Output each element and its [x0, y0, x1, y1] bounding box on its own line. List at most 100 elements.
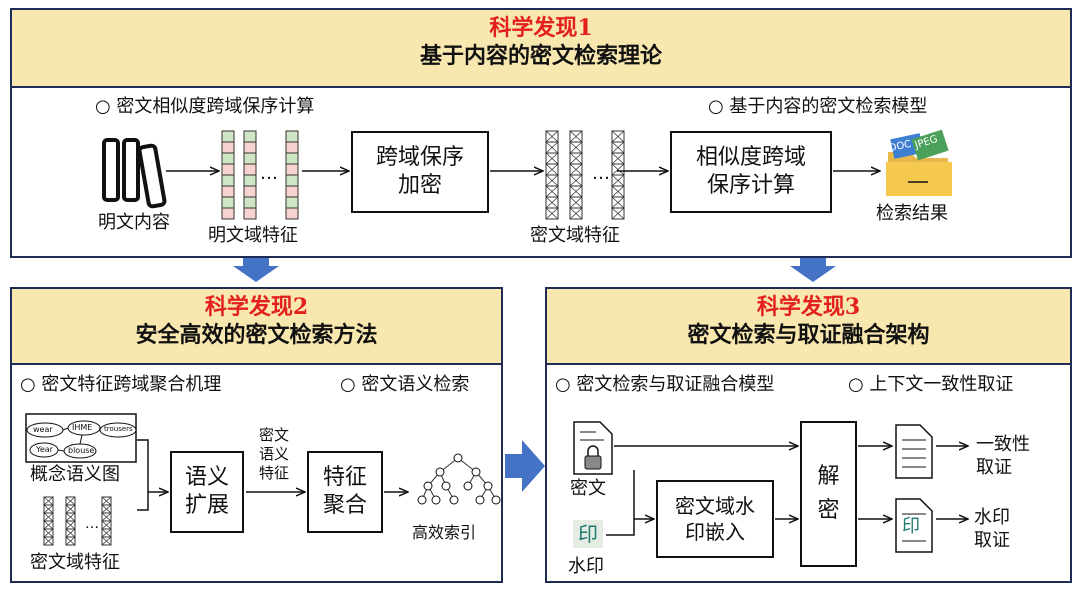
tree-node	[435, 467, 445, 477]
graph-node-wear: wear	[33, 425, 53, 434]
graph-node-year: Year	[36, 445, 53, 454]
hatch-mark	[43, 536, 54, 546]
decrypt-box: 解 密	[800, 421, 857, 567]
panel-2-bullet-left: ○ 密文特征跨域聚合机理	[20, 374, 222, 395]
feature-cell	[285, 207, 299, 220]
hatch-mark	[65, 528, 76, 538]
index-label: 高效索引	[412, 523, 477, 542]
hatch-mark	[65, 512, 76, 522]
feature-aggregate-box: 特征 聚合	[307, 451, 383, 533]
tree-node	[463, 481, 473, 491]
hatch-mark	[545, 196, 559, 209]
watermark-glyph-icon: 印	[573, 520, 603, 548]
plaintext-label: 明文内容	[98, 212, 170, 233]
panel-3-bullet-left: ○ 密文检索与取证融合模型	[555, 374, 775, 395]
tree-node	[441, 481, 451, 491]
tree-node	[483, 481, 493, 491]
hatch-mark	[101, 536, 112, 546]
panel-2-cipher-label: 密文域特征	[30, 552, 120, 573]
output-watermark: 水印 取证	[974, 507, 1010, 551]
hatch-mark	[65, 504, 76, 514]
similarity-compute-box: 相似度跨域 保序计算	[670, 131, 832, 213]
plain-feature-dots: …	[260, 163, 278, 184]
hatch-mark	[569, 174, 583, 187]
panel-2-title-red: 科学发现2	[204, 294, 309, 320]
hatch-mark	[611, 174, 625, 187]
tree-node	[471, 467, 481, 477]
hatch-mark	[611, 141, 625, 154]
panel-3-header: 科学发现3 密文检索与取证融合架构	[547, 289, 1070, 365]
feature-cell	[243, 207, 257, 220]
panel-discovery-1: 科学发现1 基于内容的密文检索理论	[10, 8, 1072, 258]
graph-node-trousers: trousers	[104, 425, 133, 433]
tree-node	[431, 495, 441, 505]
watermark-label: 水印	[568, 556, 604, 577]
graph-label: 概念语义图	[30, 464, 120, 485]
watermark-doc-glyph: 印	[902, 516, 920, 537]
hatch-mark	[101, 504, 112, 514]
hatch-mark	[65, 520, 76, 530]
panel-1-title: 基于内容的密文检索理论	[419, 43, 662, 69]
panel-1-title-red: 科学发现1	[489, 15, 593, 41]
hatch-mark	[43, 512, 54, 522]
panel-1-bullet-left: ○ 密文相似度跨域保序计算	[95, 96, 315, 117]
panel-2-dots: …	[85, 516, 99, 532]
hatch-mark	[101, 528, 112, 538]
hatch-mark	[545, 207, 559, 220]
panel-2-header: 科学发现2 安全高效的密文检索方法	[12, 289, 501, 365]
hatch-mark	[545, 185, 559, 198]
cipher-feature-dots: …	[592, 163, 610, 184]
hatch-mark	[101, 520, 112, 530]
hatch-mark	[611, 130, 625, 143]
hatch-mark	[611, 185, 625, 198]
hatch-mark	[569, 196, 583, 209]
hatch-mark	[43, 520, 54, 530]
panel-discovery-2: 科学发现2 安全高效的密文检索方法	[10, 287, 503, 583]
watermark-embed-text: 密文域水 印嵌入	[675, 494, 755, 544]
hatch-mark	[43, 528, 54, 538]
hatch-mark	[611, 152, 625, 165]
hatch-mark	[545, 152, 559, 165]
hatch-mark	[569, 141, 583, 154]
hatch-mark	[545, 141, 559, 154]
hatch-mark	[569, 130, 583, 143]
tree-node	[475, 495, 485, 505]
hatch-mark	[65, 496, 76, 506]
hatch-mark	[101, 496, 112, 506]
tree-node	[491, 495, 501, 505]
panel-2-title: 安全高效的密文检索方法	[135, 322, 378, 348]
feature-cell	[221, 207, 235, 220]
hatch-mark	[65, 536, 76, 546]
similarity-compute-text: 相似度跨域 保序计算	[695, 145, 806, 198]
cross-domain-encrypt-text: 跨域保序 加密	[375, 145, 464, 198]
tree-node	[423, 481, 433, 491]
panel-3-title-red: 科学发现3	[756, 294, 861, 320]
cipher-label: 密文	[570, 478, 606, 499]
semantic-expand-box: 语义 扩展	[170, 451, 244, 533]
hatch-mark	[569, 152, 583, 165]
hatch-mark	[569, 185, 583, 198]
result-label: 检索结果	[876, 203, 948, 224]
hatch-mark	[569, 163, 583, 176]
hatch-mark	[545, 163, 559, 176]
cipher-feature-label: 密文域特征	[530, 225, 620, 246]
hatch-mark	[545, 130, 559, 143]
graph-node-ihme: IHME	[72, 423, 93, 432]
cross-domain-encrypt-box: 跨域保序 加密	[351, 131, 489, 213]
semantic-expand-text: 语义 扩展	[184, 465, 229, 518]
hatch-mark	[611, 163, 625, 176]
decrypt-text: 解 密	[817, 464, 840, 523]
plain-feature-label: 明文域特征	[208, 225, 298, 246]
semantic-feature-text: 密文 语义 特征	[259, 426, 290, 482]
feature-aggregate-text: 特征 聚合	[322, 465, 367, 518]
panel-2-bullet-right: ○ 密文语义检索	[340, 374, 470, 395]
tree-node	[453, 453, 463, 463]
hatch-mark	[569, 207, 583, 220]
hatch-mark	[101, 512, 112, 522]
tree-node	[417, 495, 427, 505]
panel-1-header: 科学发现1 基于内容的密文检索理论	[12, 10, 1070, 88]
